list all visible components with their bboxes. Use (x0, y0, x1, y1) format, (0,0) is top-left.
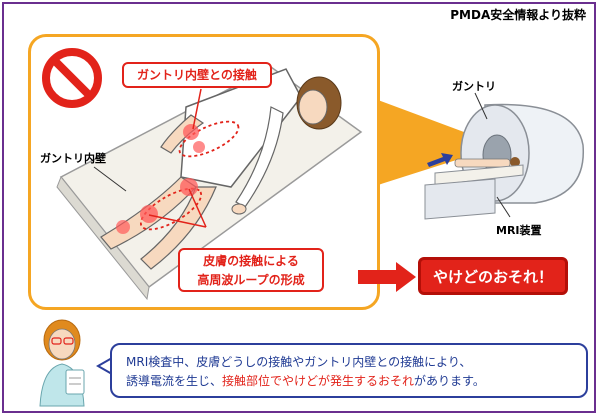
arrow-right-icon (358, 262, 416, 292)
burn-warning-box: やけどのおそれ！ (418, 257, 568, 295)
note-line2-highlight: 接触部位でやけどが発生するおそれ (222, 374, 415, 388)
explanation-note: MRI検査中、皮膚どうしの接触やガントリ内壁との接触により、 誘導電流を生じ、接… (110, 343, 588, 398)
label-pointer-line (93, 166, 127, 192)
zoom-wedge (378, 100, 472, 185)
source-note: PMDA安全情報より抜粋 (450, 8, 586, 22)
label-gantry: ガントリ (452, 80, 496, 93)
note-line2: 誘導電流を生じ、接触部位でやけどが発生するおそれがあります。 (126, 372, 576, 391)
callout-gantry-wall-contact: ガントリ内壁との接触 (122, 62, 272, 88)
prohibited-icon (42, 48, 102, 108)
note-line2-a: 誘導電流を生じ、 (126, 374, 223, 388)
nurse-avatar (39, 319, 85, 407)
burn-warning-text: やけどのおそれ！ (432, 267, 553, 286)
callout-rf-loop: 皮膚の接触による 高周波ループの形成 (178, 248, 324, 292)
label-mri-device: MRI装置 (496, 224, 542, 237)
note-line1: MRI検査中、皮膚どうしの接触やガントリ内壁との接触により、 (126, 355, 472, 369)
callout-rf-loop-line2: 高周波ループの形成 (197, 273, 305, 287)
mri-machine-illustration (424, 92, 584, 220)
label-gantry-inner-wall: ガントリ内壁 (40, 152, 106, 165)
callout-rf-loop-line1: 皮膚の接触による (203, 254, 299, 268)
note-line2-c: があります。 (414, 374, 485, 388)
patient-scene-illustration (56, 66, 363, 301)
